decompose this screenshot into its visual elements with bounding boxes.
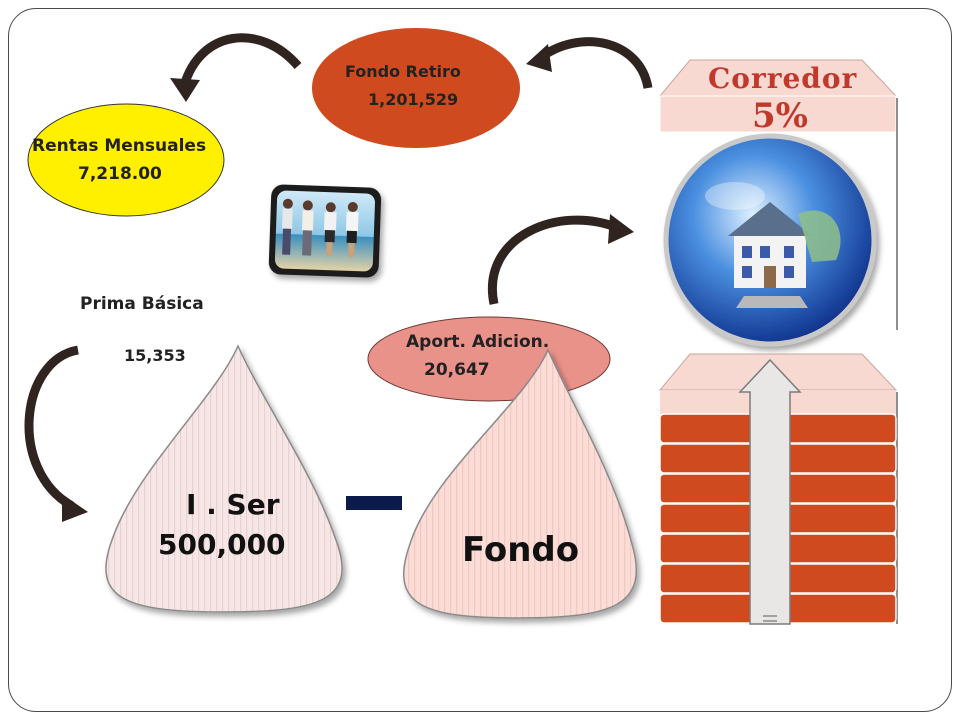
people-photo [268,184,382,278]
prima-title: Prima Básica [80,294,204,314]
fondo-retiro-title: Fondo Retiro [345,62,461,81]
rentas-bubble [27,103,225,217]
prima-value: 15,353 [124,346,186,365]
corredor-title: Corredor [708,62,858,95]
corredor-percent: 5% [752,96,808,136]
aport-title: Aport. Adicion. [406,332,550,352]
fondo-retiro-value: 1,201,529 [368,90,459,109]
iser-drop [105,344,343,613]
arrow-prima-to-iser [24,345,88,522]
up-arrow-icon [738,358,802,625]
rentas-value: 7,218.00 [78,164,162,184]
rentas-title: Rentas Mensuales [32,136,207,156]
arrow-aport-to-corredor [487,214,634,305]
arrow-fondo-to-rentas [170,33,302,102]
aport-bubble [367,316,611,402]
minus-operator [346,496,402,510]
iser-line1: I . Ser [186,488,280,521]
fondo-drop [403,348,637,619]
iser-line2: 500,000 [158,528,286,561]
house-globe-icon [663,133,877,347]
arrow-corredor-to-fondo [526,37,653,90]
fondo-drop-label: Fondo [462,530,580,570]
fondo-retiro-bubble [312,28,520,148]
aport-value: 20,647 [424,360,490,380]
